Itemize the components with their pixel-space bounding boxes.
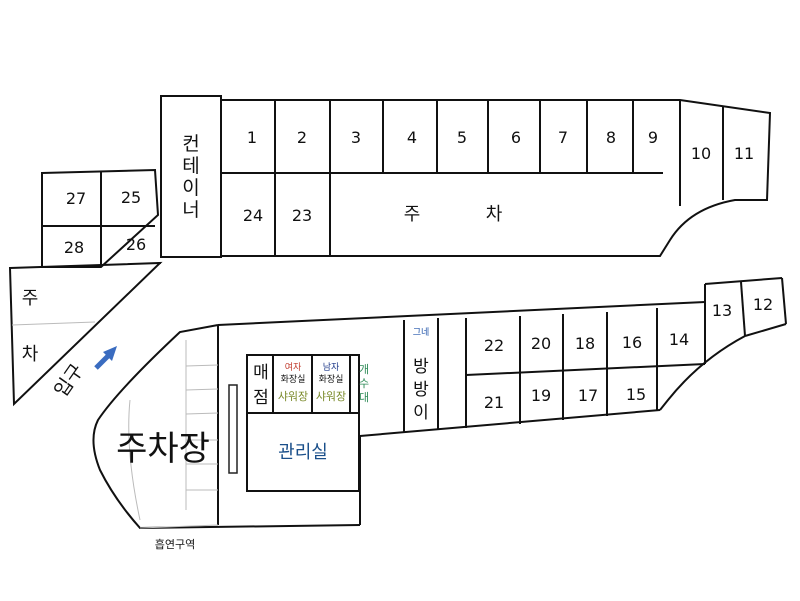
sink-char-3: 대 bbox=[359, 391, 369, 404]
container-char-3: 이 bbox=[182, 177, 199, 199]
top-site-row bbox=[220, 99, 772, 257]
container-char-1: 컨 bbox=[182, 133, 199, 155]
trampoline-char-3: 이 bbox=[413, 403, 429, 423]
site-label: 18 bbox=[575, 334, 595, 353]
office-label: 관리실 bbox=[278, 442, 328, 463]
parking-top-char-2: 차 bbox=[486, 204, 503, 225]
left-site-block bbox=[41, 168, 160, 268]
trampoline-char-2: 방 bbox=[413, 380, 429, 400]
left-parking-strip bbox=[8, 261, 163, 407]
site-label: 5 bbox=[457, 128, 467, 147]
lower-area-outline bbox=[92, 277, 787, 530]
container-char-4: 너 bbox=[182, 199, 199, 221]
parking-lot-label: 주차장 bbox=[116, 429, 210, 469]
play-area bbox=[403, 318, 467, 432]
site-label: 23 bbox=[292, 206, 312, 225]
left-parking-char-1: 주 bbox=[22, 288, 39, 309]
site-label: 13 bbox=[712, 301, 732, 320]
site-label: 15 bbox=[626, 385, 646, 404]
smoking-area-label: 흡연구역 bbox=[155, 537, 195, 551]
container-char-2: 테 bbox=[182, 155, 199, 177]
site-label: 10 bbox=[691, 144, 711, 163]
facilities-block bbox=[246, 354, 360, 492]
site-label: 12 bbox=[753, 295, 773, 314]
trampoline-char-1: 방 bbox=[413, 357, 429, 377]
site-label: 8 bbox=[606, 128, 616, 147]
site-label: 21 bbox=[484, 393, 504, 412]
women-label: 여자 bbox=[285, 361, 302, 373]
sink-char-2: 수 bbox=[359, 377, 369, 390]
women-restroom-label: 화장실 bbox=[281, 374, 306, 385]
women-shower-label: 샤워장 bbox=[278, 390, 308, 403]
site-label: 20 bbox=[531, 334, 551, 353]
sink-char-1: 개 bbox=[359, 363, 369, 376]
site-label: 26 bbox=[126, 235, 146, 254]
men-restroom-label: 화장실 bbox=[319, 374, 344, 385]
entrance-label: 입구 bbox=[50, 360, 88, 401]
site-label: 19 bbox=[531, 386, 551, 405]
site-label: 3 bbox=[351, 128, 361, 147]
site-label: 25 bbox=[121, 188, 141, 207]
swing-label: 그네 bbox=[413, 327, 430, 338]
site-label: 6 bbox=[511, 128, 521, 147]
site-label: 7 bbox=[558, 128, 568, 147]
site-label: 16 bbox=[622, 333, 642, 352]
site-label: 14 bbox=[669, 330, 689, 349]
entrance-arrow-icon bbox=[94, 346, 117, 370]
site-label: 17 bbox=[578, 386, 598, 405]
site-label: 2 bbox=[297, 128, 307, 147]
site-label: 9 bbox=[648, 128, 658, 147]
site-label: 4 bbox=[407, 128, 417, 147]
site-label: 22 bbox=[484, 336, 504, 355]
barrier bbox=[228, 384, 238, 474]
parking-top-char-1: 주 bbox=[404, 204, 421, 225]
shop-char-1: 매 bbox=[253, 363, 269, 383]
site-label: 28 bbox=[64, 238, 84, 257]
bottom-site-rows bbox=[465, 281, 746, 424]
men-label: 남자 bbox=[323, 362, 340, 373]
site-label: 24 bbox=[243, 206, 263, 225]
left-parking-char-2: 차 bbox=[22, 344, 39, 365]
men-shower-label: 샤워장 bbox=[316, 390, 346, 403]
shop-char-2: 점 bbox=[253, 388, 269, 408]
site-label: 27 bbox=[66, 189, 86, 208]
parking-stripes bbox=[128, 340, 219, 529]
site-label: 11 bbox=[734, 144, 754, 163]
site-label: 1 bbox=[247, 128, 257, 147]
